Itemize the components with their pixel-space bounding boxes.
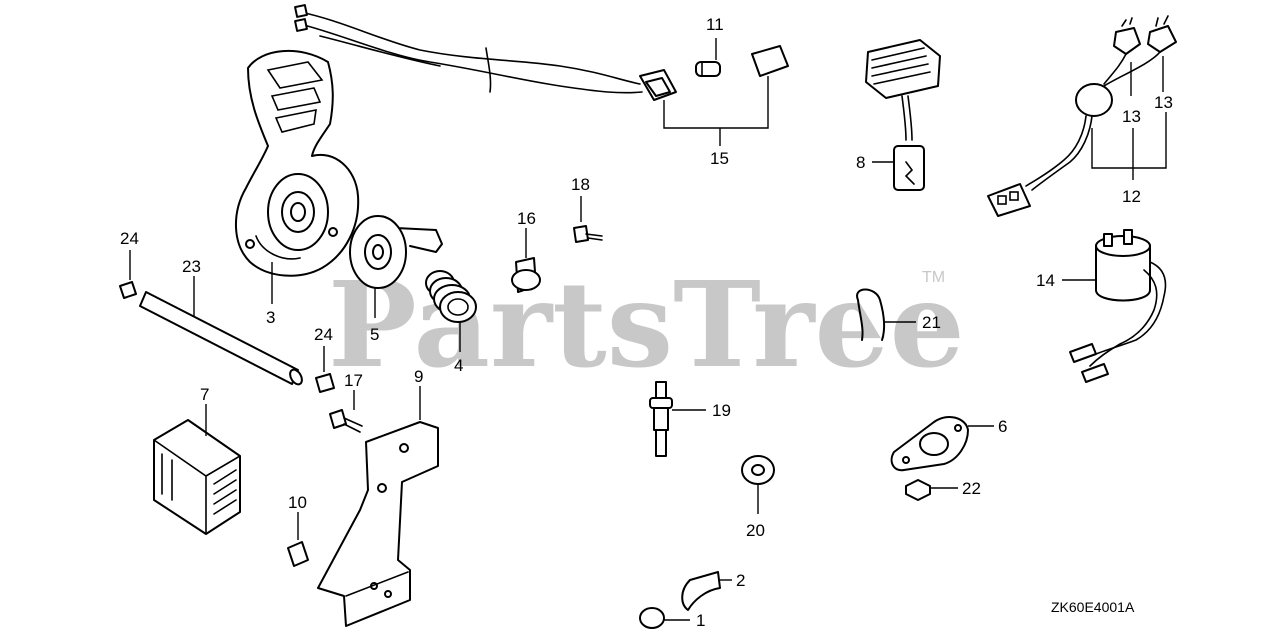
callout-8: 8 bbox=[856, 153, 865, 172]
part-22-nut bbox=[905, 479, 931, 501]
callout-19: 19 bbox=[712, 401, 731, 420]
callout-24a: 24 bbox=[120, 229, 139, 248]
callout-11: 11 bbox=[706, 15, 724, 34]
part-4-spring bbox=[425, 270, 477, 323]
part-1-cap bbox=[639, 607, 665, 629]
callout-10: 10 bbox=[288, 493, 307, 512]
callout-5: 5 bbox=[370, 325, 379, 344]
part-21-clip bbox=[856, 288, 886, 341]
callout-20: 20 bbox=[746, 521, 765, 540]
part-10-clip bbox=[287, 541, 309, 567]
callout-12: 12 bbox=[1122, 187, 1141, 206]
callout-23: 23 bbox=[182, 257, 201, 276]
part-11-bulb bbox=[695, 61, 721, 77]
part-14-switch bbox=[1069, 229, 1167, 383]
part-13-connectors bbox=[1113, 15, 1177, 55]
callout-21: 21 bbox=[922, 313, 941, 332]
callout-1: 1 bbox=[696, 611, 705, 630]
watermark-text: PartsTree bbox=[328, 255, 965, 394]
part-23-tube bbox=[139, 291, 303, 386]
callout-13b: 13 bbox=[1154, 93, 1173, 112]
callout-7: 7 bbox=[200, 385, 209, 404]
part-3-starter-cover bbox=[235, 50, 360, 277]
callout-13a: 13 bbox=[1122, 107, 1141, 126]
callout-14: 14 bbox=[1036, 271, 1055, 290]
part-2-grommet bbox=[681, 571, 721, 611]
callout-4: 4 bbox=[454, 356, 463, 375]
callout-6: 6 bbox=[998, 417, 1007, 436]
part-15-lamp-harness bbox=[294, 4, 677, 101]
callout-9: 9 bbox=[414, 367, 423, 386]
callout-18: 18 bbox=[571, 175, 590, 194]
part-15-socket bbox=[751, 45, 789, 77]
part-24-clip-top bbox=[119, 281, 137, 299]
diagram-code: ZK60E4001A bbox=[1051, 599, 1135, 615]
part-9-bracket bbox=[317, 421, 439, 627]
callout-2: 2 bbox=[736, 571, 745, 590]
part-8-rectifier bbox=[865, 39, 941, 191]
part-17-bolt bbox=[329, 409, 363, 433]
callout-24b: 24 bbox=[314, 325, 333, 344]
part-19-fitting bbox=[649, 381, 673, 457]
callout-16: 16 bbox=[517, 209, 536, 228]
part-24-clip-bottom bbox=[315, 373, 335, 393]
callout-15: 15 bbox=[710, 149, 729, 168]
trademark-mark: TM bbox=[922, 269, 945, 286]
callout-17: 17 bbox=[344, 371, 363, 390]
part-7-module bbox=[153, 419, 241, 535]
part-20-washer bbox=[741, 455, 775, 485]
callout-22: 22 bbox=[962, 479, 981, 498]
part-16-clamp bbox=[511, 257, 541, 293]
part-18-screw bbox=[573, 225, 603, 243]
part-5-pulley bbox=[349, 215, 443, 289]
part-6-gasket bbox=[890, 415, 969, 472]
part-12-harness bbox=[987, 51, 1161, 217]
callout-3: 3 bbox=[266, 308, 275, 327]
